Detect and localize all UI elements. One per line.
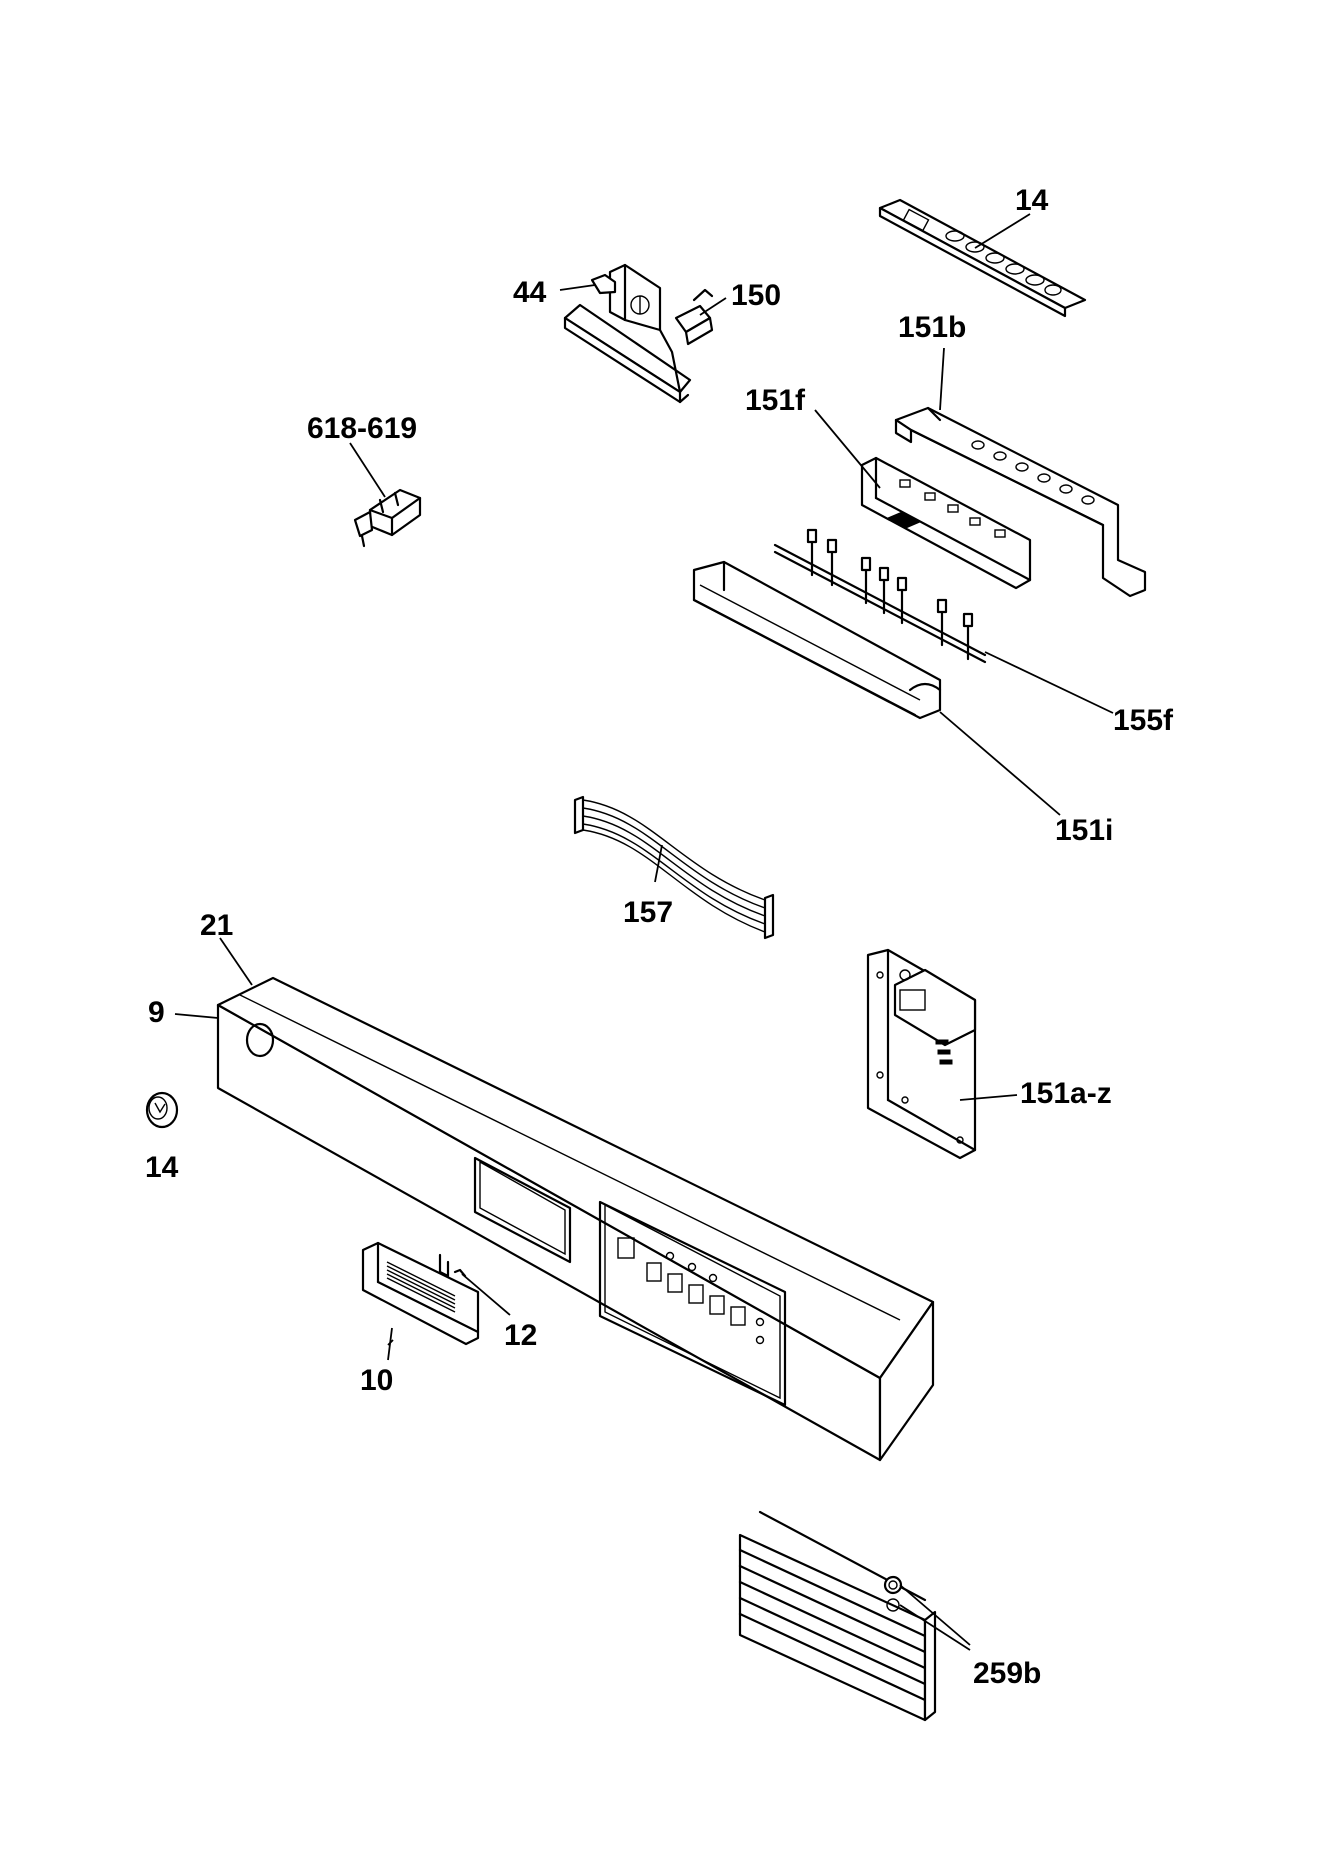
- callout-157: 157: [623, 896, 673, 929]
- callout-155f: 155f: [1113, 704, 1174, 737]
- leader-151i: [939, 711, 1061, 816]
- part-150-switch: [674, 288, 714, 346]
- part-14-button-strip: [878, 198, 1087, 318]
- part-14-knob: [145, 1091, 179, 1129]
- callout-151f: 151f: [745, 384, 806, 417]
- part-151b-bracket: [894, 406, 1147, 598]
- callout-618-619: 618-619: [307, 412, 417, 445]
- callout-10: 10: [360, 1364, 393, 1397]
- leader-44: [559, 284, 596, 291]
- callout-9: 9: [148, 996, 165, 1029]
- leader-618-619: [349, 442, 386, 498]
- part-10-handle: [361, 1241, 480, 1346]
- callout-259b: 259b: [973, 1657, 1041, 1690]
- part-155f-light-pipes: [773, 528, 987, 664]
- part-157-ribbon-cable: [573, 795, 775, 940]
- leader-155f: [984, 651, 1114, 714]
- callout-12: 12: [504, 1319, 537, 1352]
- leader-10-b: [387, 1327, 393, 1361]
- part-12-clip: [438, 1253, 467, 1278]
- leader-21: [219, 937, 253, 986]
- part-151f-board: [860, 456, 1032, 590]
- callout-44: 44: [513, 276, 547, 309]
- part-618-619-connector: [353, 488, 422, 548]
- callout-21: 21: [200, 909, 233, 942]
- part-44-latch: [563, 263, 692, 404]
- callout-151a-z: 151a-z: [1020, 1077, 1112, 1110]
- leader-151b: [939, 347, 945, 411]
- leader-151a-z: [959, 1094, 1018, 1101]
- button-panel: [598, 1200, 787, 1407]
- callout-14-bottom: 14: [145, 1151, 179, 1184]
- leader-259b-b: [899, 1604, 971, 1651]
- leader-14-top: [974, 213, 1031, 249]
- leader-151f: [814, 409, 881, 489]
- leader-157: [654, 844, 663, 883]
- leader-12: [461, 1273, 511, 1316]
- part-21-front-panel: [216, 976, 935, 1462]
- part-151i-diffuser: [692, 560, 942, 720]
- callout-151b: 151b: [898, 311, 966, 344]
- callout-14-top: 14: [1015, 184, 1049, 217]
- leader-259b-a: [899, 1584, 971, 1646]
- part-259b-strips: [738, 1510, 937, 1722]
- display-window: [473, 1156, 572, 1264]
- callout-150: 150: [731, 279, 781, 312]
- leader-150: [699, 297, 727, 316]
- part-151a-z-control-board: [866, 948, 977, 1160]
- knob-hole: [245, 1022, 275, 1058]
- leader-9: [174, 1013, 219, 1019]
- callout-151i: 151i: [1055, 814, 1113, 847]
